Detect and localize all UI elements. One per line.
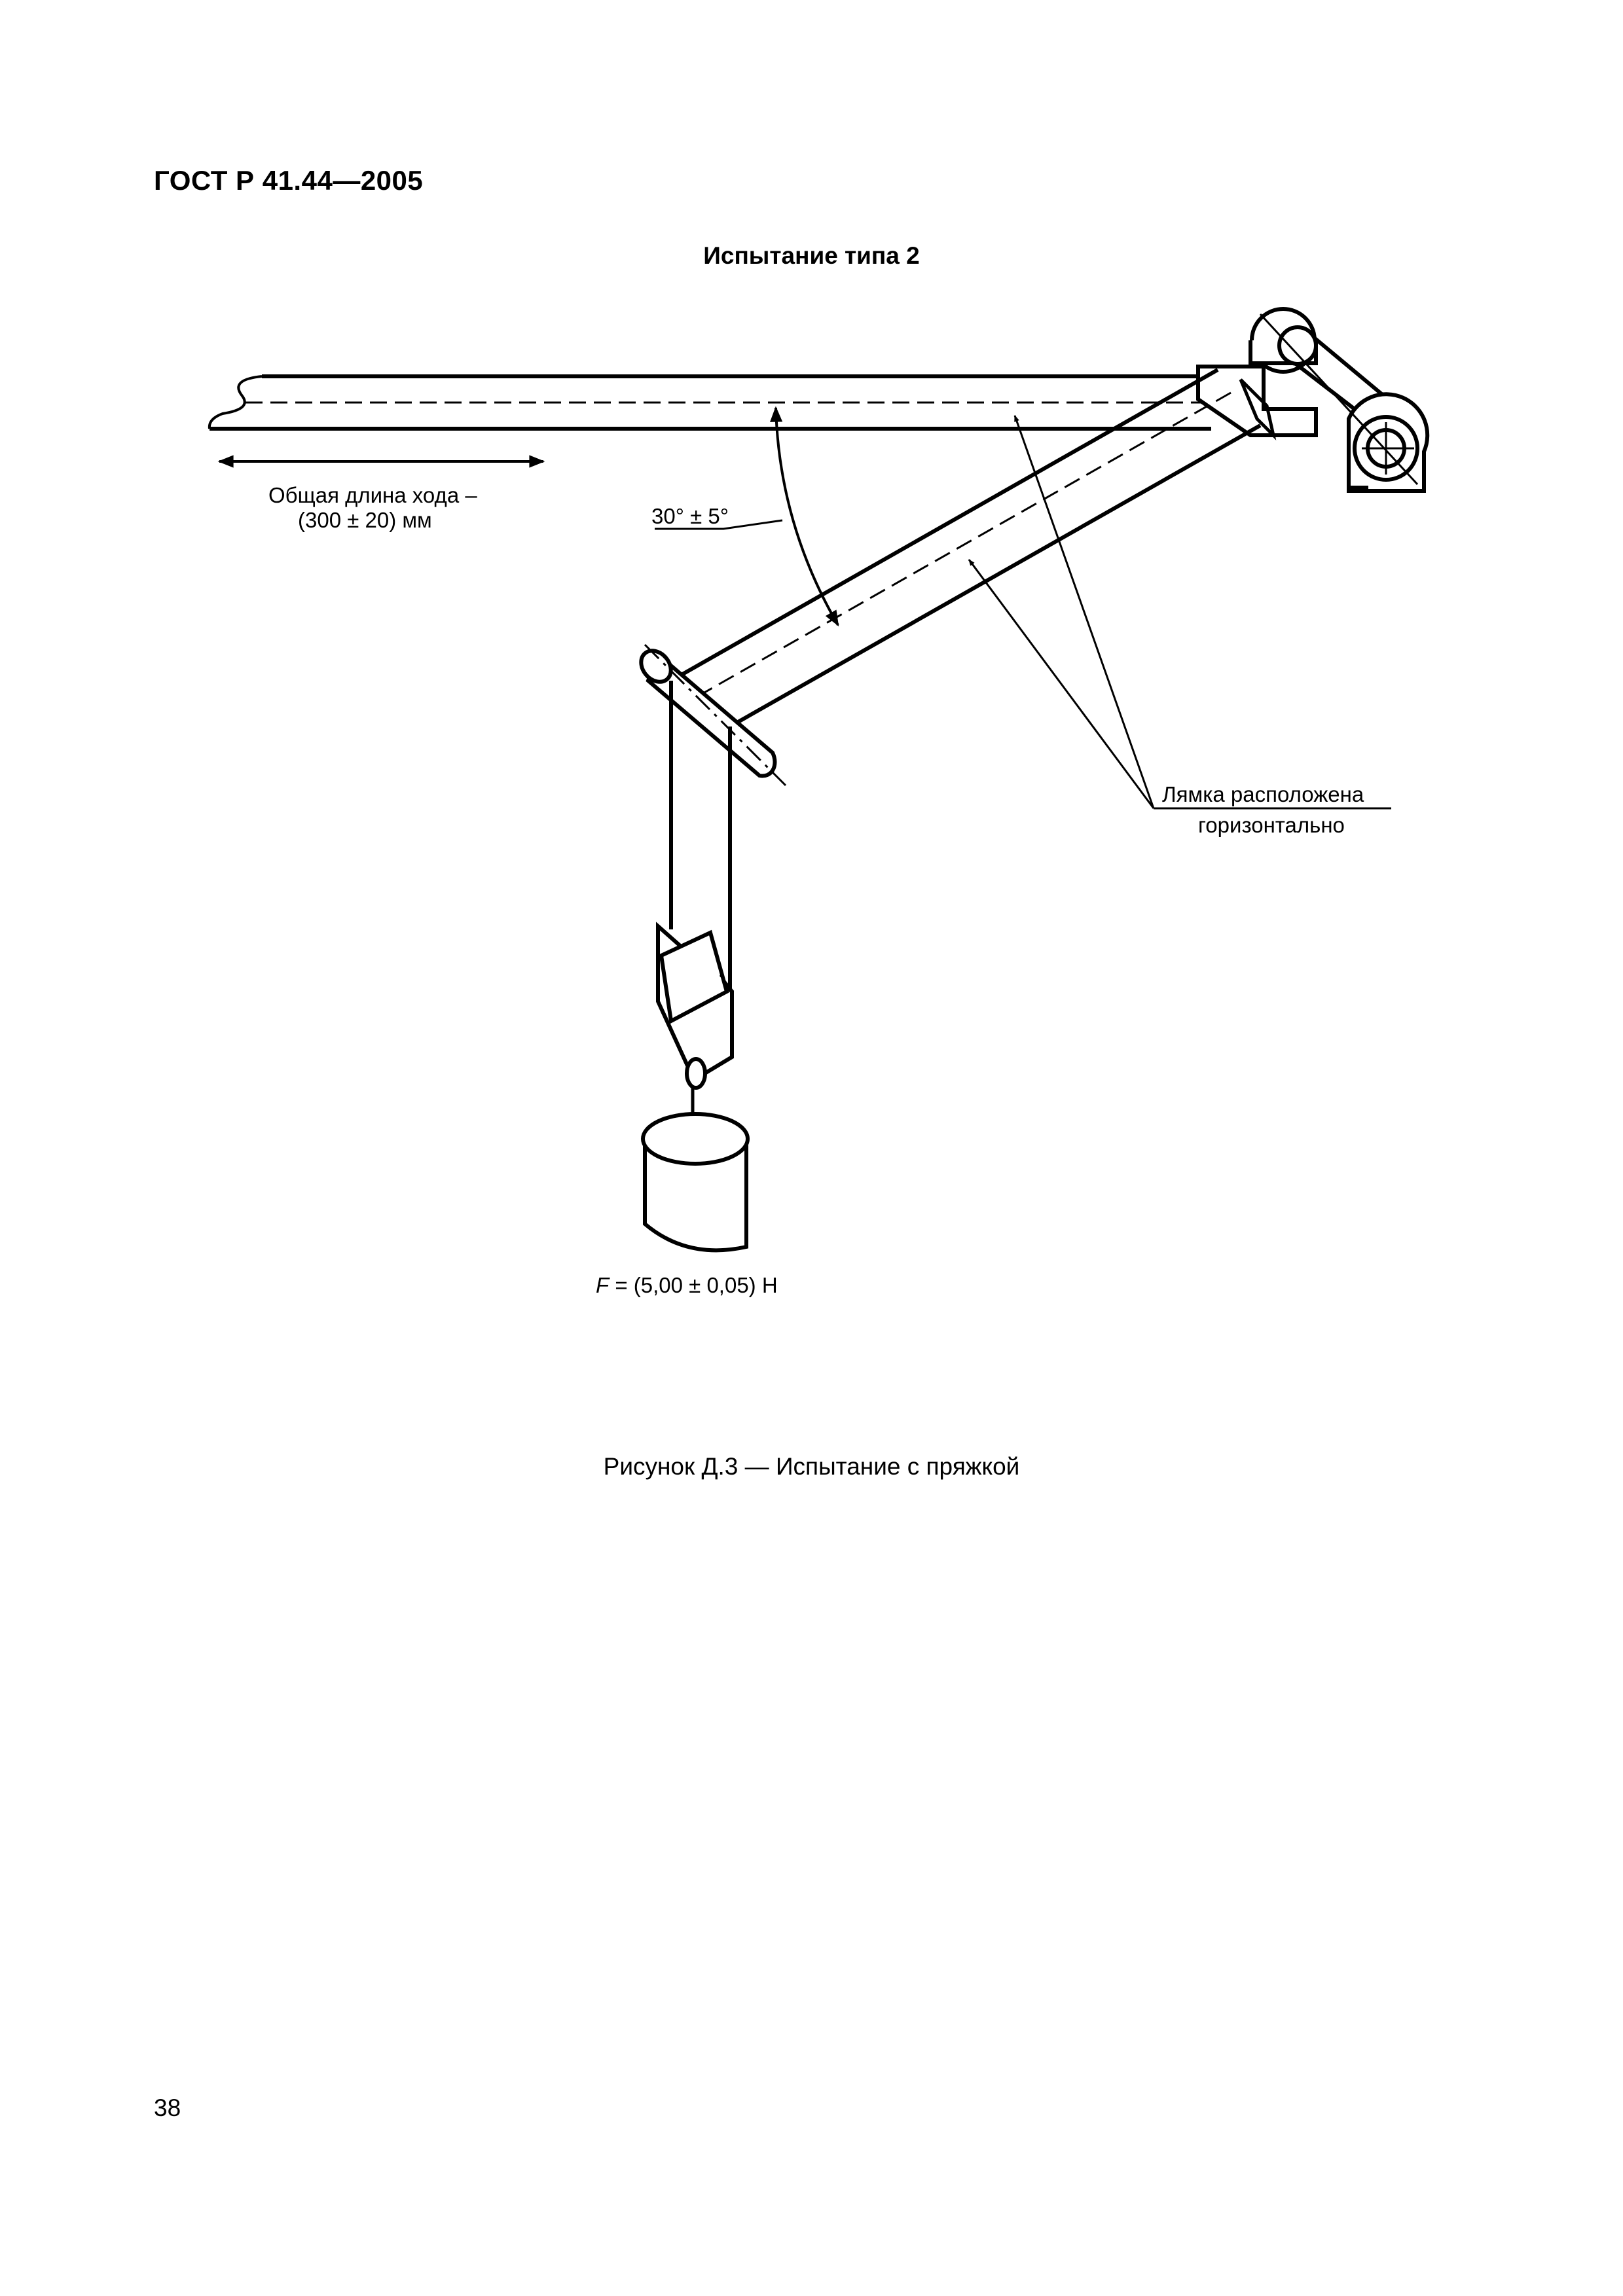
strap-horizontal-label-line1: Лямка расположена <box>1162 782 1364 806</box>
force-value: = (5,00 ± 0,05) Н <box>609 1273 778 1297</box>
travel-length-label-line1: Общая длина хода – <box>268 483 477 507</box>
inclined-strap <box>670 368 1277 728</box>
horizontal-strap <box>208 374 1211 431</box>
deflection-bar <box>639 649 777 778</box>
figure-caption: Рисунок Д.3 — Испытание с пряжкой <box>603 1453 1020 1480</box>
angle-leader <box>655 519 783 530</box>
figure-title: Испытание типа 2 <box>703 242 920 269</box>
buckle <box>656 922 734 1090</box>
angle-arc <box>770 406 839 627</box>
page-number: 38 <box>154 2094 181 2121</box>
buckle-axis <box>719 975 735 992</box>
document-header: ГОСТ Р 41.44—2005 <box>154 165 424 196</box>
strap-horizontal-label-line2: горизонтально <box>1198 813 1345 837</box>
deflection-bar-axis <box>644 643 787 787</box>
roller-axis <box>1259 313 1419 486</box>
weight <box>641 1112 750 1253</box>
inclined-strap-centerline <box>690 391 1231 702</box>
strap-label-leaders <box>968 415 1391 810</box>
angle-label: 30° ± 5° <box>651 504 729 528</box>
anchorage-roller <box>1196 307 1430 493</box>
vertical-strap <box>669 681 732 995</box>
force-label: F = (5,00 ± 0,05) Н <box>596 1273 778 1297</box>
force-symbol: F <box>596 1273 610 1297</box>
travel-length-label-line2: (300 ± 20) мм <box>298 508 432 532</box>
